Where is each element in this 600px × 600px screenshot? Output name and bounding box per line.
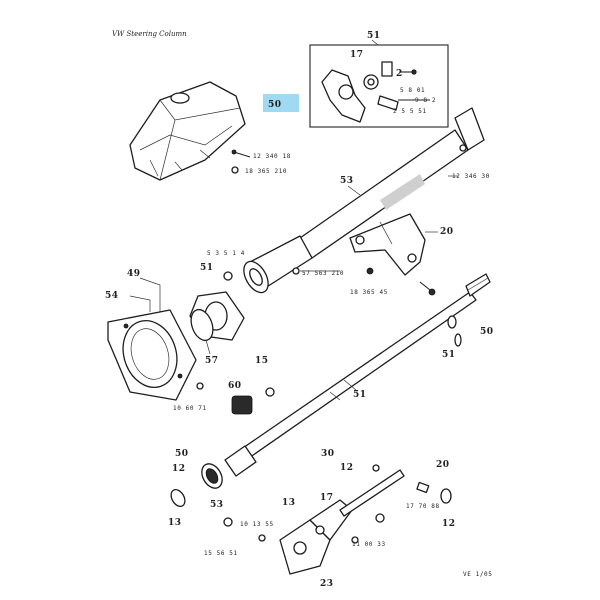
steering-shaft bbox=[224, 273, 491, 477]
diagram-title: VW Steering Column bbox=[112, 30, 187, 38]
inset-small-c: 2 5 5 51 bbox=[393, 108, 427, 115]
washer-b-label: 51 bbox=[200, 263, 214, 273]
shaft-callout: 51 bbox=[353, 390, 367, 400]
cover-callout: 50 bbox=[268, 100, 282, 110]
lower-c-callout: 53 bbox=[210, 500, 224, 510]
inset-small-a: 5 8 01 bbox=[400, 87, 425, 94]
lock-housing bbox=[321, 61, 430, 123]
cover-screw bbox=[231, 149, 251, 174]
washer-a-label: 5 3 5 1 4 bbox=[207, 250, 245, 257]
cap-callout: 60 bbox=[228, 381, 242, 391]
gasket-plate bbox=[189, 291, 245, 342]
lower-m-callout: 11 00 33 bbox=[352, 541, 386, 548]
ring-b-callout: 51 bbox=[442, 350, 456, 360]
lower-e-callout: 12 bbox=[340, 463, 354, 473]
lower-l-callout: 15 56 51 bbox=[204, 550, 238, 557]
column-bracket bbox=[349, 213, 426, 276]
lower-g-callout: 17 70 88 bbox=[406, 503, 440, 510]
small-label-1: 10 60 71 bbox=[173, 405, 207, 412]
ring-small-callout: 15 bbox=[255, 356, 269, 366]
page-ref: VE 1/05 bbox=[463, 571, 493, 578]
mid-small-parts bbox=[196, 382, 275, 415]
column-tube bbox=[243, 107, 485, 294]
universal-joint bbox=[223, 464, 452, 575]
lower-d-callout: 30 bbox=[321, 449, 335, 459]
lower-j-callout: 10 13 55 bbox=[240, 521, 274, 528]
screw-right-label: 18 365 45 bbox=[350, 289, 388, 296]
seal-callout: 57 bbox=[205, 356, 219, 366]
shaft-rings bbox=[447, 315, 462, 347]
lock-inset-box bbox=[309, 44, 449, 128]
bolt-b-label: 18 365 210 bbox=[245, 168, 287, 175]
lower-b-callout: 13 bbox=[168, 518, 182, 528]
middle-screws bbox=[223, 267, 436, 296]
housing-b-callout: 54 bbox=[105, 291, 119, 301]
lower-a-callout: 12 bbox=[172, 464, 186, 474]
tube-small-label: 12 346 30 bbox=[452, 173, 490, 180]
lower-f-callout: 20 bbox=[436, 460, 450, 470]
bushing-callout: 50 bbox=[175, 449, 189, 459]
lower-bushing bbox=[170, 463, 223, 508]
inset-small-b: 9 8 2 bbox=[415, 97, 436, 104]
bracket-callout: 20 bbox=[440, 227, 454, 237]
housing-a-callout: 49 bbox=[127, 269, 141, 279]
bolt-a-label: 12 340 18 bbox=[253, 153, 291, 160]
inset-callout: 51 bbox=[367, 31, 381, 41]
inset-part-b: 2 bbox=[396, 69, 403, 79]
right-small-callout: 50 bbox=[480, 327, 494, 337]
lower-k-callout: 17 bbox=[320, 493, 334, 503]
column-cover bbox=[129, 81, 246, 181]
lower-h-callout: 12 bbox=[442, 519, 456, 529]
inset-part-a: 17 bbox=[350, 50, 364, 60]
cover-highlight bbox=[263, 94, 299, 112]
washer-c-label: 57 563 210 bbox=[302, 270, 344, 277]
lower-n-callout: 23 bbox=[320, 579, 334, 589]
lower-housing bbox=[107, 309, 197, 401]
tube-callout: 53 bbox=[340, 176, 354, 186]
lower-i-callout: 13 bbox=[282, 498, 296, 508]
